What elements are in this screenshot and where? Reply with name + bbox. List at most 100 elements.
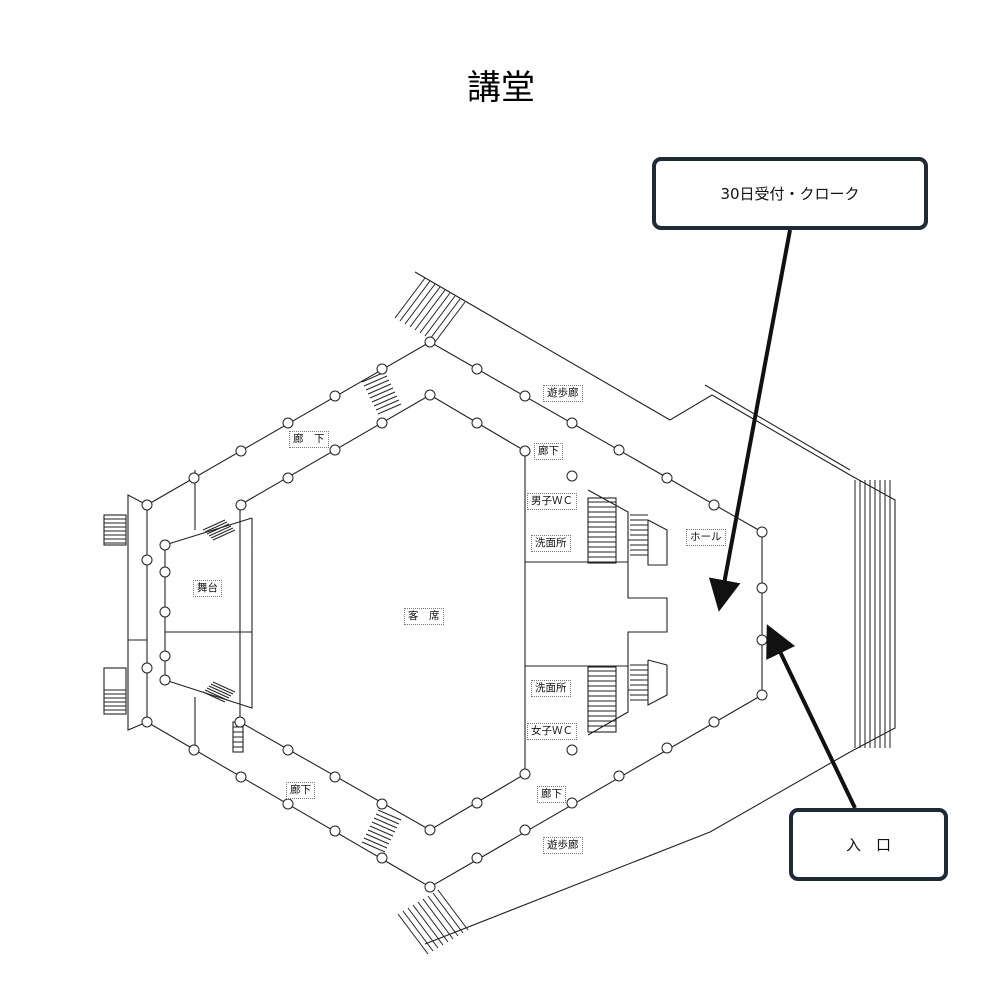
stair-step bbox=[424, 295, 456, 337]
stair-step bbox=[409, 286, 441, 328]
stair-step bbox=[212, 681, 236, 693]
column bbox=[188, 472, 200, 484]
column bbox=[519, 445, 531, 457]
stair-step bbox=[369, 387, 394, 399]
label-stage: 舞台 bbox=[193, 580, 222, 597]
column bbox=[188, 744, 200, 756]
stair-step bbox=[371, 391, 396, 403]
column bbox=[471, 852, 483, 864]
outer-wall-bottom bbox=[424, 751, 851, 945]
column bbox=[159, 650, 171, 662]
column bbox=[235, 499, 247, 511]
stair-step bbox=[427, 895, 459, 937]
column bbox=[282, 744, 294, 756]
stair-step bbox=[404, 283, 436, 325]
stair-step bbox=[367, 383, 392, 395]
stair-step bbox=[212, 529, 236, 541]
stair-step bbox=[371, 821, 396, 833]
column bbox=[519, 390, 531, 402]
outer-wall-top-2 bbox=[704, 384, 851, 471]
label-corridor-top-right: 廊下 bbox=[534, 443, 563, 460]
column bbox=[159, 606, 171, 618]
column bbox=[159, 539, 171, 551]
column bbox=[613, 444, 625, 456]
stair-step bbox=[414, 289, 446, 331]
entrance-arrow bbox=[766, 624, 857, 809]
column bbox=[756, 689, 768, 701]
stair-step bbox=[437, 889, 469, 931]
column bbox=[424, 881, 436, 893]
label-audience: 客 席 bbox=[404, 608, 444, 625]
label-promenade-bottom: 遊歩廊 bbox=[543, 837, 583, 854]
column bbox=[329, 825, 341, 837]
label-mens-wc: 男子ＷＣ bbox=[527, 493, 577, 510]
stage-outline bbox=[164, 517, 253, 709]
stair-step bbox=[397, 913, 429, 955]
stair-step bbox=[375, 813, 400, 825]
stair-step bbox=[363, 375, 388, 387]
column bbox=[471, 417, 483, 429]
column bbox=[141, 662, 153, 674]
column bbox=[424, 389, 436, 401]
column bbox=[235, 771, 247, 783]
backstage-left bbox=[127, 494, 148, 731]
stair-step bbox=[394, 277, 426, 319]
column bbox=[282, 417, 294, 429]
stair-step bbox=[402, 910, 434, 952]
label-hall: ホール bbox=[686, 529, 726, 546]
label-promenade-top: 遊歩廊 bbox=[543, 385, 583, 402]
column bbox=[424, 336, 436, 348]
stair-step bbox=[204, 689, 228, 701]
column bbox=[329, 444, 341, 456]
stair-step bbox=[373, 817, 398, 829]
stair-step bbox=[417, 901, 449, 943]
stair-step bbox=[363, 837, 388, 849]
column bbox=[661, 472, 673, 484]
column bbox=[756, 526, 768, 538]
label-womens-wc: 女子ＷＣ bbox=[527, 723, 577, 740]
page-title: 講堂 bbox=[467, 68, 535, 108]
stair-step bbox=[202, 519, 226, 531]
column bbox=[566, 417, 578, 429]
stair-step bbox=[377, 809, 402, 821]
column bbox=[424, 824, 436, 836]
label-washroom-top: 洗面所 bbox=[531, 535, 571, 552]
label-washroom-bottom: 洗面所 bbox=[531, 680, 571, 697]
reception-callout: 30日受付・クローク bbox=[652, 157, 928, 230]
stair-step bbox=[206, 687, 230, 699]
stair-step bbox=[412, 904, 444, 946]
column bbox=[566, 744, 578, 756]
column bbox=[376, 417, 388, 429]
column bbox=[282, 472, 294, 484]
stair-step bbox=[407, 907, 439, 949]
column bbox=[329, 390, 341, 402]
column bbox=[282, 798, 294, 810]
column bbox=[329, 771, 341, 783]
stair-step bbox=[399, 280, 431, 322]
stair-step bbox=[210, 683, 234, 695]
column bbox=[566, 470, 578, 482]
stair-step bbox=[373, 395, 398, 407]
column bbox=[141, 554, 153, 566]
column bbox=[613, 770, 625, 782]
column bbox=[756, 634, 768, 646]
column bbox=[519, 768, 531, 780]
column bbox=[141, 716, 153, 728]
column bbox=[376, 852, 388, 864]
column bbox=[234, 716, 246, 728]
label-corridor-bottom-right: 廊下 bbox=[537, 786, 566, 803]
column bbox=[708, 499, 720, 511]
column bbox=[235, 445, 247, 457]
column bbox=[708, 716, 720, 728]
corridor-outer-hexagon bbox=[146, 341, 763, 888]
stair-step bbox=[206, 523, 230, 535]
column bbox=[159, 674, 171, 686]
label-corridor-top-left: 廊 下 bbox=[289, 431, 329, 448]
column bbox=[471, 363, 483, 375]
corridor-inner-hexagon bbox=[239, 394, 526, 831]
stair-step bbox=[208, 525, 232, 537]
stair-step bbox=[365, 833, 390, 845]
stair-step bbox=[361, 841, 386, 853]
